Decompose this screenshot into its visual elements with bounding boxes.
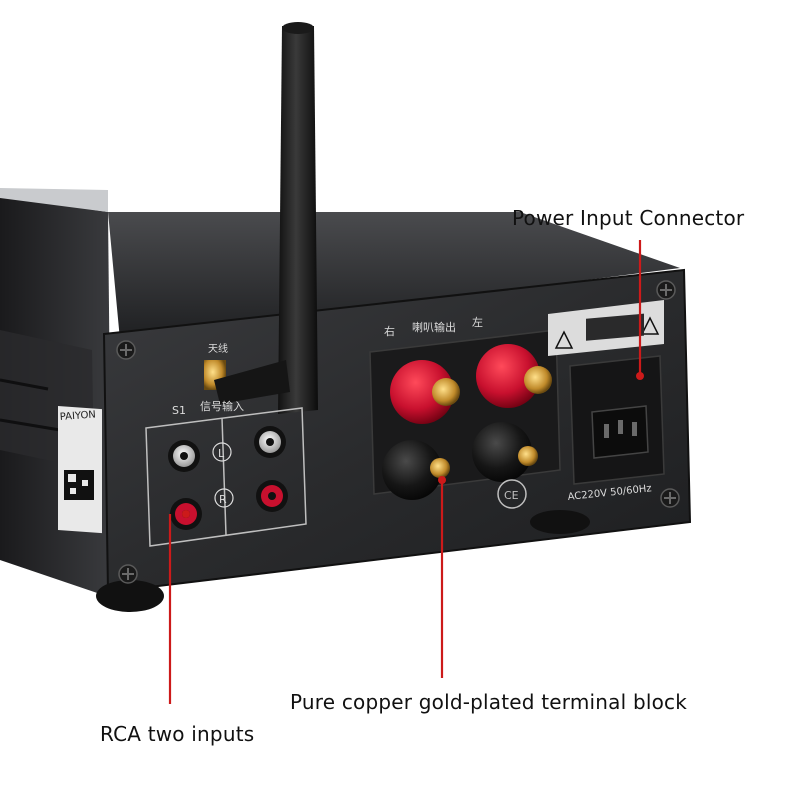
- iec-pins: [604, 420, 637, 438]
- black-binding-posts: [382, 422, 538, 500]
- right-channel-label: R: [219, 493, 227, 506]
- warning-triangle-left: [554, 330, 574, 349]
- callout-rca-inputs: RCA two inputs: [100, 722, 255, 746]
- ce-mark-label: CE: [504, 489, 519, 502]
- antenna-tip: [282, 22, 314, 34]
- callout-dots: [182, 372, 644, 518]
- fuse-drawer: [586, 313, 644, 341]
- foot-left: [96, 580, 164, 612]
- chassis-top: [108, 212, 680, 340]
- s1-label: S1: [172, 404, 186, 417]
- chassis-silver-edge: [0, 188, 108, 212]
- left-badge: [212, 442, 232, 462]
- antenna: [278, 26, 318, 414]
- rca-input-box: [145, 407, 307, 547]
- screw-slots: [120, 284, 676, 580]
- antenna-joint: [214, 360, 290, 404]
- qr-sticker: [58, 406, 102, 534]
- foot-right: [530, 510, 590, 534]
- left-channel-label: L: [218, 447, 225, 460]
- rca-jacks: [168, 426, 288, 530]
- warning-triangle-right: [640, 316, 660, 335]
- right-output-label: 右: [384, 324, 395, 338]
- rca-input-divider: [221, 417, 227, 536]
- red-binding-posts: [390, 344, 552, 424]
- qr-code: [64, 470, 94, 500]
- signal-input-label: 信号输入: [200, 399, 244, 413]
- speaker-output-label: 喇叭输出: [412, 320, 456, 334]
- antenna-label: 天线: [208, 342, 228, 355]
- left-output-label: 左: [472, 316, 483, 329]
- callout-power-input-connector: Power Input Connector: [512, 206, 745, 230]
- brand-label: PAIYON: [59, 410, 96, 423]
- callout-terminal-block: Pure copper gold-plated terminal block: [290, 690, 688, 714]
- callout-lines: [168, 240, 642, 704]
- right-badge: [214, 488, 234, 508]
- ce-mark: [497, 479, 527, 509]
- side-vent-slots: [0, 378, 61, 432]
